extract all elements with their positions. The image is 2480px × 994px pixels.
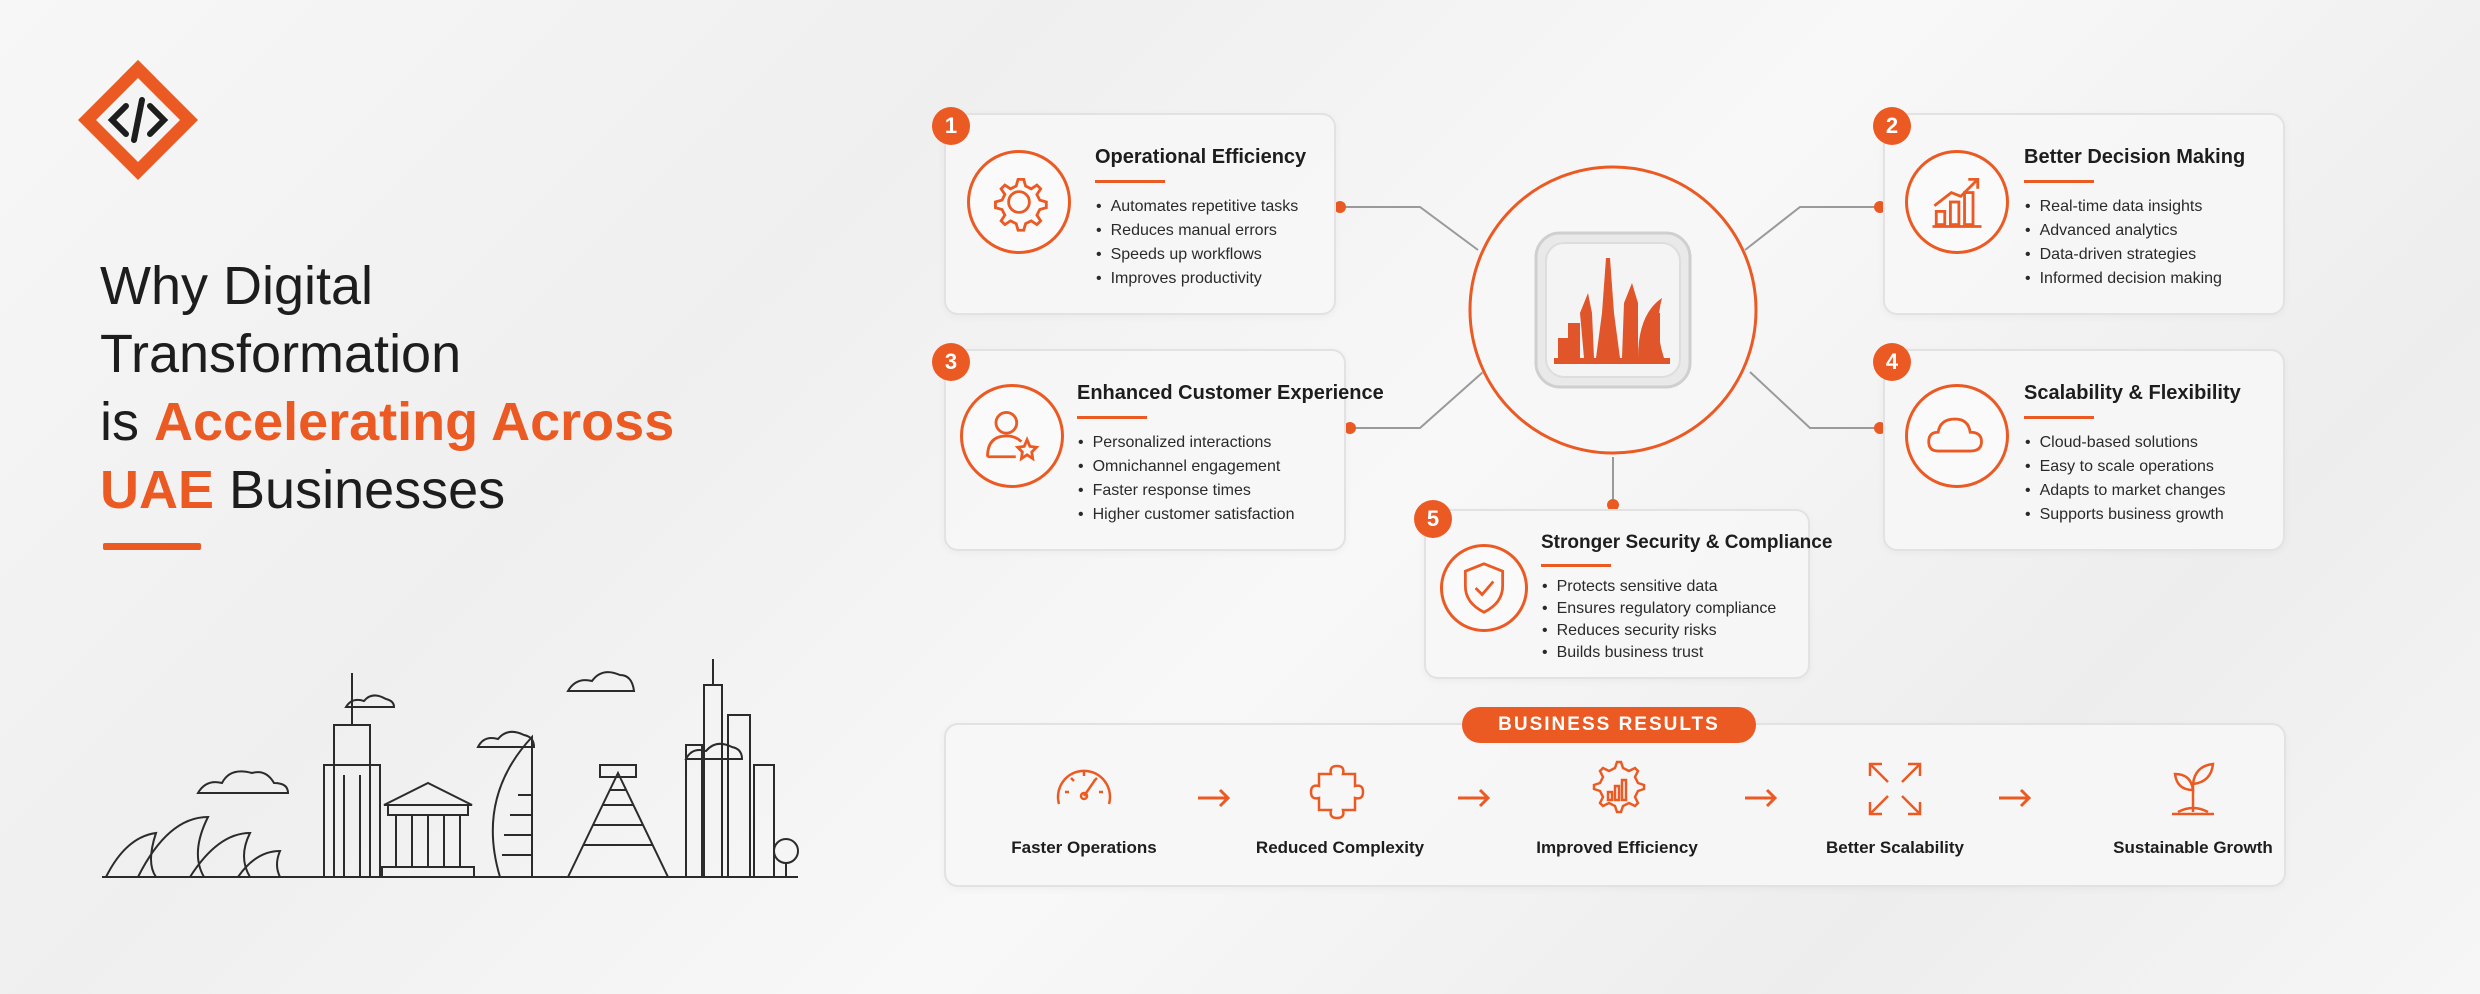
headline-underline [103,543,201,550]
puzzle-icon [1309,764,1365,820]
headline-line-2: Transformation [100,324,462,384]
card-4-number-badge: 4 [1873,343,1911,381]
card-5-number-badge: 5 [1414,500,1452,538]
arrow-right-icon [1745,788,1778,808]
shield-check-icon [1440,544,1528,632]
business-results-title: BUSINESS RESULTS [1462,707,1756,743]
headline-line-3: is Accelerating Across [100,388,674,456]
headline-line-4-suffix: Businesses [214,460,506,520]
card-3-bullets: Personalized interactions Omnichannel en… [1078,431,1295,527]
list-item: Ensures regulatory compliance [1542,598,1777,620]
list-item: Data-driven strategies [2025,243,2222,267]
headline-line-1: Why Digital [100,256,374,316]
card-3-number-badge: 3 [932,343,970,381]
card-1-number-badge: 1 [932,107,970,145]
result-faster-operations: Faster Operations [974,756,1194,858]
page-headline: Why Digital Transformation is Accelerati… [100,252,674,524]
headline-highlight-uae: UAE [100,460,215,520]
list-item: Improves productivity [1096,267,1298,291]
list-item: Reduces security risks [1542,620,1776,642]
list-item: Omnichannel engagement [1078,455,1294,479]
list-item: Speeds up workflows [1096,243,1298,267]
speedometer-icon [1056,769,1112,805]
result-label: Sustainable Growth [2113,838,2273,857]
card-1-title: Operational Efficiency [1095,146,1307,168]
sprout-icon [2172,762,2215,816]
list-item: Protects sensitive data [1542,576,1776,598]
result-label: Better Scalability [1826,838,1964,857]
card-4-title: Scalability & Flexibility [2024,382,2241,404]
arrow-right-icon [1999,788,2032,808]
expand-arrows-icon [1868,762,1922,816]
list-item: Personalized interactions [1078,431,1294,455]
result-improved-efficiency: Improved Efficiency [1507,756,1727,858]
result-reduced-complexity: Reduced Complexity [1230,756,1450,858]
card-1-bullets: Automates repetitive tasks Reduces manua… [1096,195,1299,291]
bar-chart-growth-icon [1905,150,2009,254]
list-item: Informed decision making [2025,267,2222,291]
list-item: Builds business trust [1542,642,1776,664]
card-4-bullets: Cloud-based solutions Easy to scale oper… [2025,431,2226,527]
list-item: Cloud-based solutions [2025,431,2226,455]
card-5-title: Stronger Security & Compliance [1541,532,1833,553]
list-item: Easy to scale operations [2025,455,2226,479]
card-5-bullets: Protects sensitive data Ensures regulato… [1542,576,1777,664]
list-item: Supports business growth [2025,503,2226,527]
headline-line-3-prefix: is [100,392,154,452]
list-item: Reduces manual errors [1096,219,1298,243]
arrow-right-icon [1198,788,1231,808]
card-3-title-underline [1077,416,1147,419]
card-2-number-badge: 2 [1873,107,1911,145]
result-better-scalability: Better Scalability [1785,756,2005,858]
card-1-title-underline [1095,180,1165,183]
list-item: Higher customer satisfaction [1078,503,1295,527]
list-item: Automates repetitive tasks [1096,195,1299,219]
card-2-bullets: Real-time data insights Advanced analyti… [2025,195,2222,291]
card-5-title-underline [1541,564,1611,567]
city-skyline-illustration [102,659,799,878]
result-label: Reduced Complexity [1255,838,1425,857]
user-star-icon [960,384,1064,488]
brand-logo-icon [78,60,198,180]
list-item: Faster response times [1078,479,1294,503]
card-3-title: Enhanced Customer Experience [1077,382,1384,404]
card-4-title-underline [2024,416,2094,419]
gear-icon [967,150,1071,254]
arrow-right-icon [1458,788,1491,808]
card-2-title: Better Decision Making [2024,146,2246,168]
result-sustainable-growth: Sustainable Growth [2083,756,2303,858]
uae-skyline-hub-icon [1468,165,1758,455]
list-item: Advanced analytics [2025,219,2222,243]
gear-chart-icon [1592,760,1646,814]
result-label: Improved Efficiency [1536,838,1698,857]
headline-highlight-accelerating: Accelerating Across [154,392,675,452]
cloud-icon [1905,384,2009,488]
card-2-title-underline [2024,180,2094,183]
headline-line-4: UAE Businesses [100,456,674,524]
list-item: Adapts to market changes [2025,479,2226,503]
list-item: Real-time data insights [2025,195,2222,219]
result-label: Faster Operations [1011,838,1157,857]
